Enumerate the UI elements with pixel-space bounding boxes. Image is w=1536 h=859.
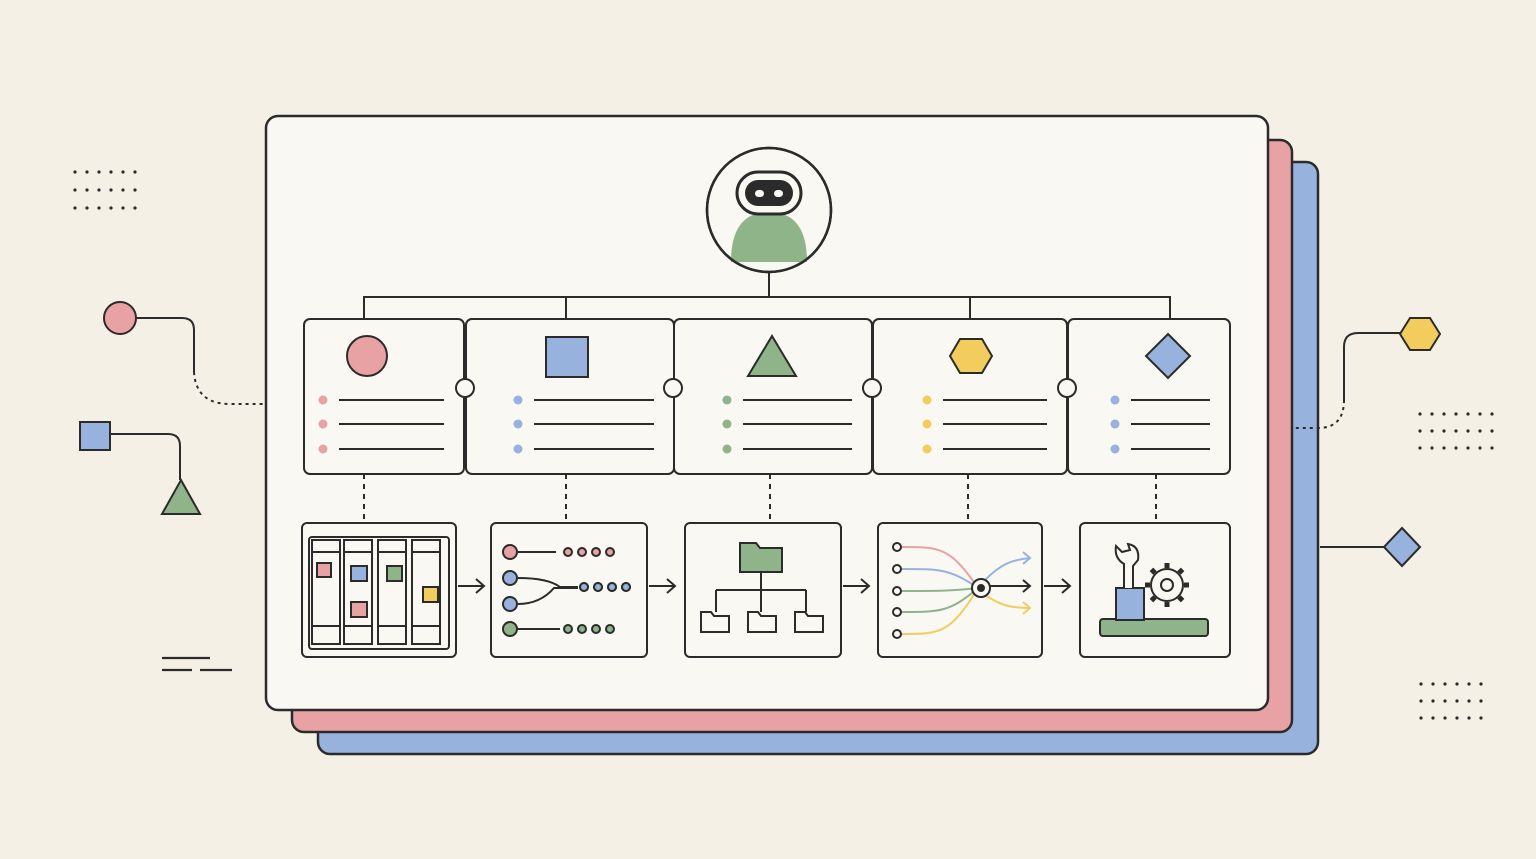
hexagon-shape-icon	[948, 338, 994, 374]
decorative-dot-grids	[73, 170, 1494, 720]
capability-card	[673, 318, 873, 475]
list-bullet	[318, 395, 328, 405]
blue-diamond-icon	[1382, 526, 1422, 568]
red-circle-icon	[103, 301, 137, 335]
circle-shape-icon	[346, 335, 388, 377]
card-joint	[663, 378, 683, 398]
gear-teeth	[1145, 563, 1189, 607]
left-decorations	[79, 301, 266, 672]
flow-arrow	[458, 578, 486, 594]
flow-arrow	[1044, 578, 1072, 594]
list-bullet	[922, 395, 932, 405]
dot-grid-bottom-right	[1419, 682, 1483, 720]
yellow-hexagon-icon	[1398, 317, 1442, 351]
list-bullet	[513, 419, 523, 429]
list-bullet	[1110, 444, 1120, 454]
list-bullet	[318, 419, 328, 429]
agent-node	[705, 146, 833, 274]
list-bullet	[922, 444, 932, 454]
list-bullet	[722, 395, 732, 405]
list-bullet	[1110, 419, 1120, 429]
right-decorations	[1294, 317, 1442, 568]
agent-body	[731, 212, 807, 262]
dot-grid-top-left	[73, 170, 137, 210]
blue-square-icon	[79, 421, 111, 451]
list-bullet	[722, 419, 732, 429]
capability-card	[465, 318, 675, 475]
capability-cards	[303, 318, 1231, 475]
kanban-board-icon	[308, 536, 450, 650]
capability-card	[1067, 318, 1231, 475]
wrench-icon	[1114, 542, 1140, 588]
folder-tree-icon	[700, 542, 824, 633]
capability-card	[872, 318, 1068, 475]
wrench-gear-icon	[1099, 542, 1209, 637]
diamond-shape-icon	[1144, 332, 1192, 380]
list-bullet	[1110, 395, 1120, 405]
green-triangle-icon	[160, 477, 202, 515]
list-bullet	[513, 395, 523, 405]
bracket-line	[363, 296, 1171, 319]
square-shape-icon	[545, 336, 589, 378]
capability-card	[303, 318, 465, 475]
flow-arrow	[843, 578, 871, 594]
hierarchy-connectors	[363, 272, 1171, 522]
merge-router-icon	[892, 542, 1032, 639]
list-bullet	[922, 419, 932, 429]
list-bullet	[513, 444, 523, 454]
list-bullet	[722, 444, 732, 454]
card-joint	[1057, 378, 1077, 398]
queue-pipelines-icon	[502, 544, 631, 637]
card-joint	[455, 378, 475, 398]
list-bullet	[318, 444, 328, 454]
tool-cards	[301, 522, 1231, 658]
card-joint	[862, 378, 882, 398]
dot-grid-right	[1418, 412, 1494, 450]
triangle-shape-icon	[746, 334, 798, 377]
flow-arrow	[649, 578, 677, 594]
